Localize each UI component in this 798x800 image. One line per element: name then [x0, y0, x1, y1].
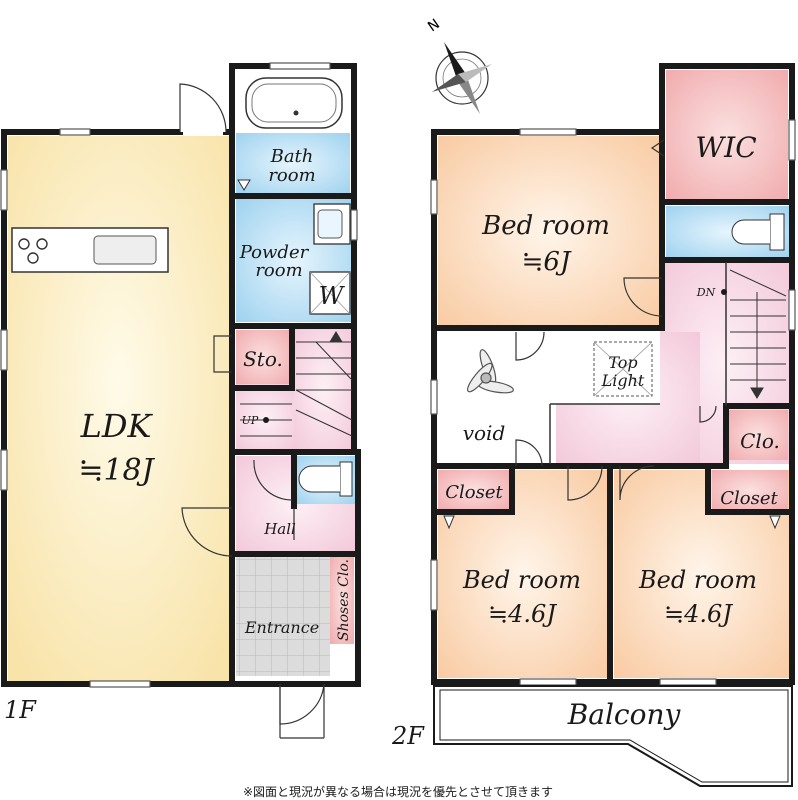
bath-label-2: room [268, 165, 315, 186]
storage-label: Sto. [243, 347, 283, 371]
top-light-label-1: Top [608, 353, 637, 372]
dn-label: DN [696, 286, 716, 299]
void-label: void [463, 421, 506, 445]
top-light-icon [593, 341, 653, 397]
entrance-floor [236, 556, 330, 676]
entrance-label: Entrance [244, 618, 319, 637]
balcony-label: Balcony [567, 698, 682, 731]
powder-label-1: Powder [239, 242, 310, 263]
bedroom-right-size: ≒4.6J [664, 600, 733, 628]
door-marker-icon [237, 179, 251, 191]
floor-1: W LDK ≒18J Bath room Powder room Sto. UP… [0, 62, 361, 739]
dn-marker [721, 289, 727, 295]
washer-label: W [319, 282, 346, 310]
floor-2: WIC Bed room ≒6J Top Light void DN Clo. … [391, 63, 796, 787]
storage-room [236, 330, 290, 384]
washer-icon: W [309, 271, 351, 315]
closet-marker-icon [443, 515, 781, 530]
bedroom-left-size: ≒4.6J [488, 600, 557, 628]
ldk-label: LDK [80, 407, 154, 445]
bedroom-main-size: ≒6J [522, 247, 572, 277]
shoes-closet [330, 554, 354, 644]
toilet-2f-icon [731, 213, 785, 251]
powder-label-2: room [255, 260, 302, 281]
footnote: ※図面と現況が異なる場合は現況を優先とさせて頂きます [243, 784, 553, 799]
shoes-label: Shoses Clo. [336, 559, 352, 641]
wic-label: WIC [695, 131, 756, 164]
bath-room [236, 133, 350, 194]
ldk-size: ≒18J [78, 453, 155, 488]
void-area [438, 332, 550, 464]
stairs-2f [729, 269, 787, 399]
stove-icon [18, 238, 48, 264]
upper-hall [236, 384, 294, 450]
kitchen-counter [11, 227, 169, 273]
floor-1-label: 1F [4, 696, 37, 724]
compass-icon: N [425, 16, 492, 114]
clo-room [728, 410, 788, 460]
closet-right [712, 470, 788, 510]
wic-room [666, 70, 788, 200]
toilet-icon [298, 461, 353, 497]
bath-label-1: Bath [270, 146, 314, 167]
bedroom-right-label: Bed room [638, 566, 757, 594]
closet-left [438, 470, 510, 510]
bedroom-left-label: Bed room [462, 566, 581, 594]
closet-left-label: Closet [445, 482, 503, 503]
up-label: UP [242, 414, 259, 427]
balcony [433, 685, 793, 787]
up-marker [263, 417, 269, 423]
clo-label: Clo. [740, 429, 780, 453]
ceiling-fan-icon [467, 349, 514, 394]
bedroom-main [438, 136, 660, 326]
stair-1f [294, 326, 354, 450]
bedroom-main-label: Bed room [481, 211, 610, 241]
closet-right-label: Closet [720, 488, 778, 509]
hall-2f-lower [556, 332, 700, 464]
sink-icon [313, 203, 351, 245]
top-light-label-2: Light [601, 371, 645, 390]
compass-north-label: N [425, 16, 443, 35]
ldk-room [8, 136, 230, 681]
hall-label: Hall [263, 520, 296, 538]
bathtub-icon [245, 77, 343, 129]
floor-2-label: 2F [391, 722, 425, 750]
